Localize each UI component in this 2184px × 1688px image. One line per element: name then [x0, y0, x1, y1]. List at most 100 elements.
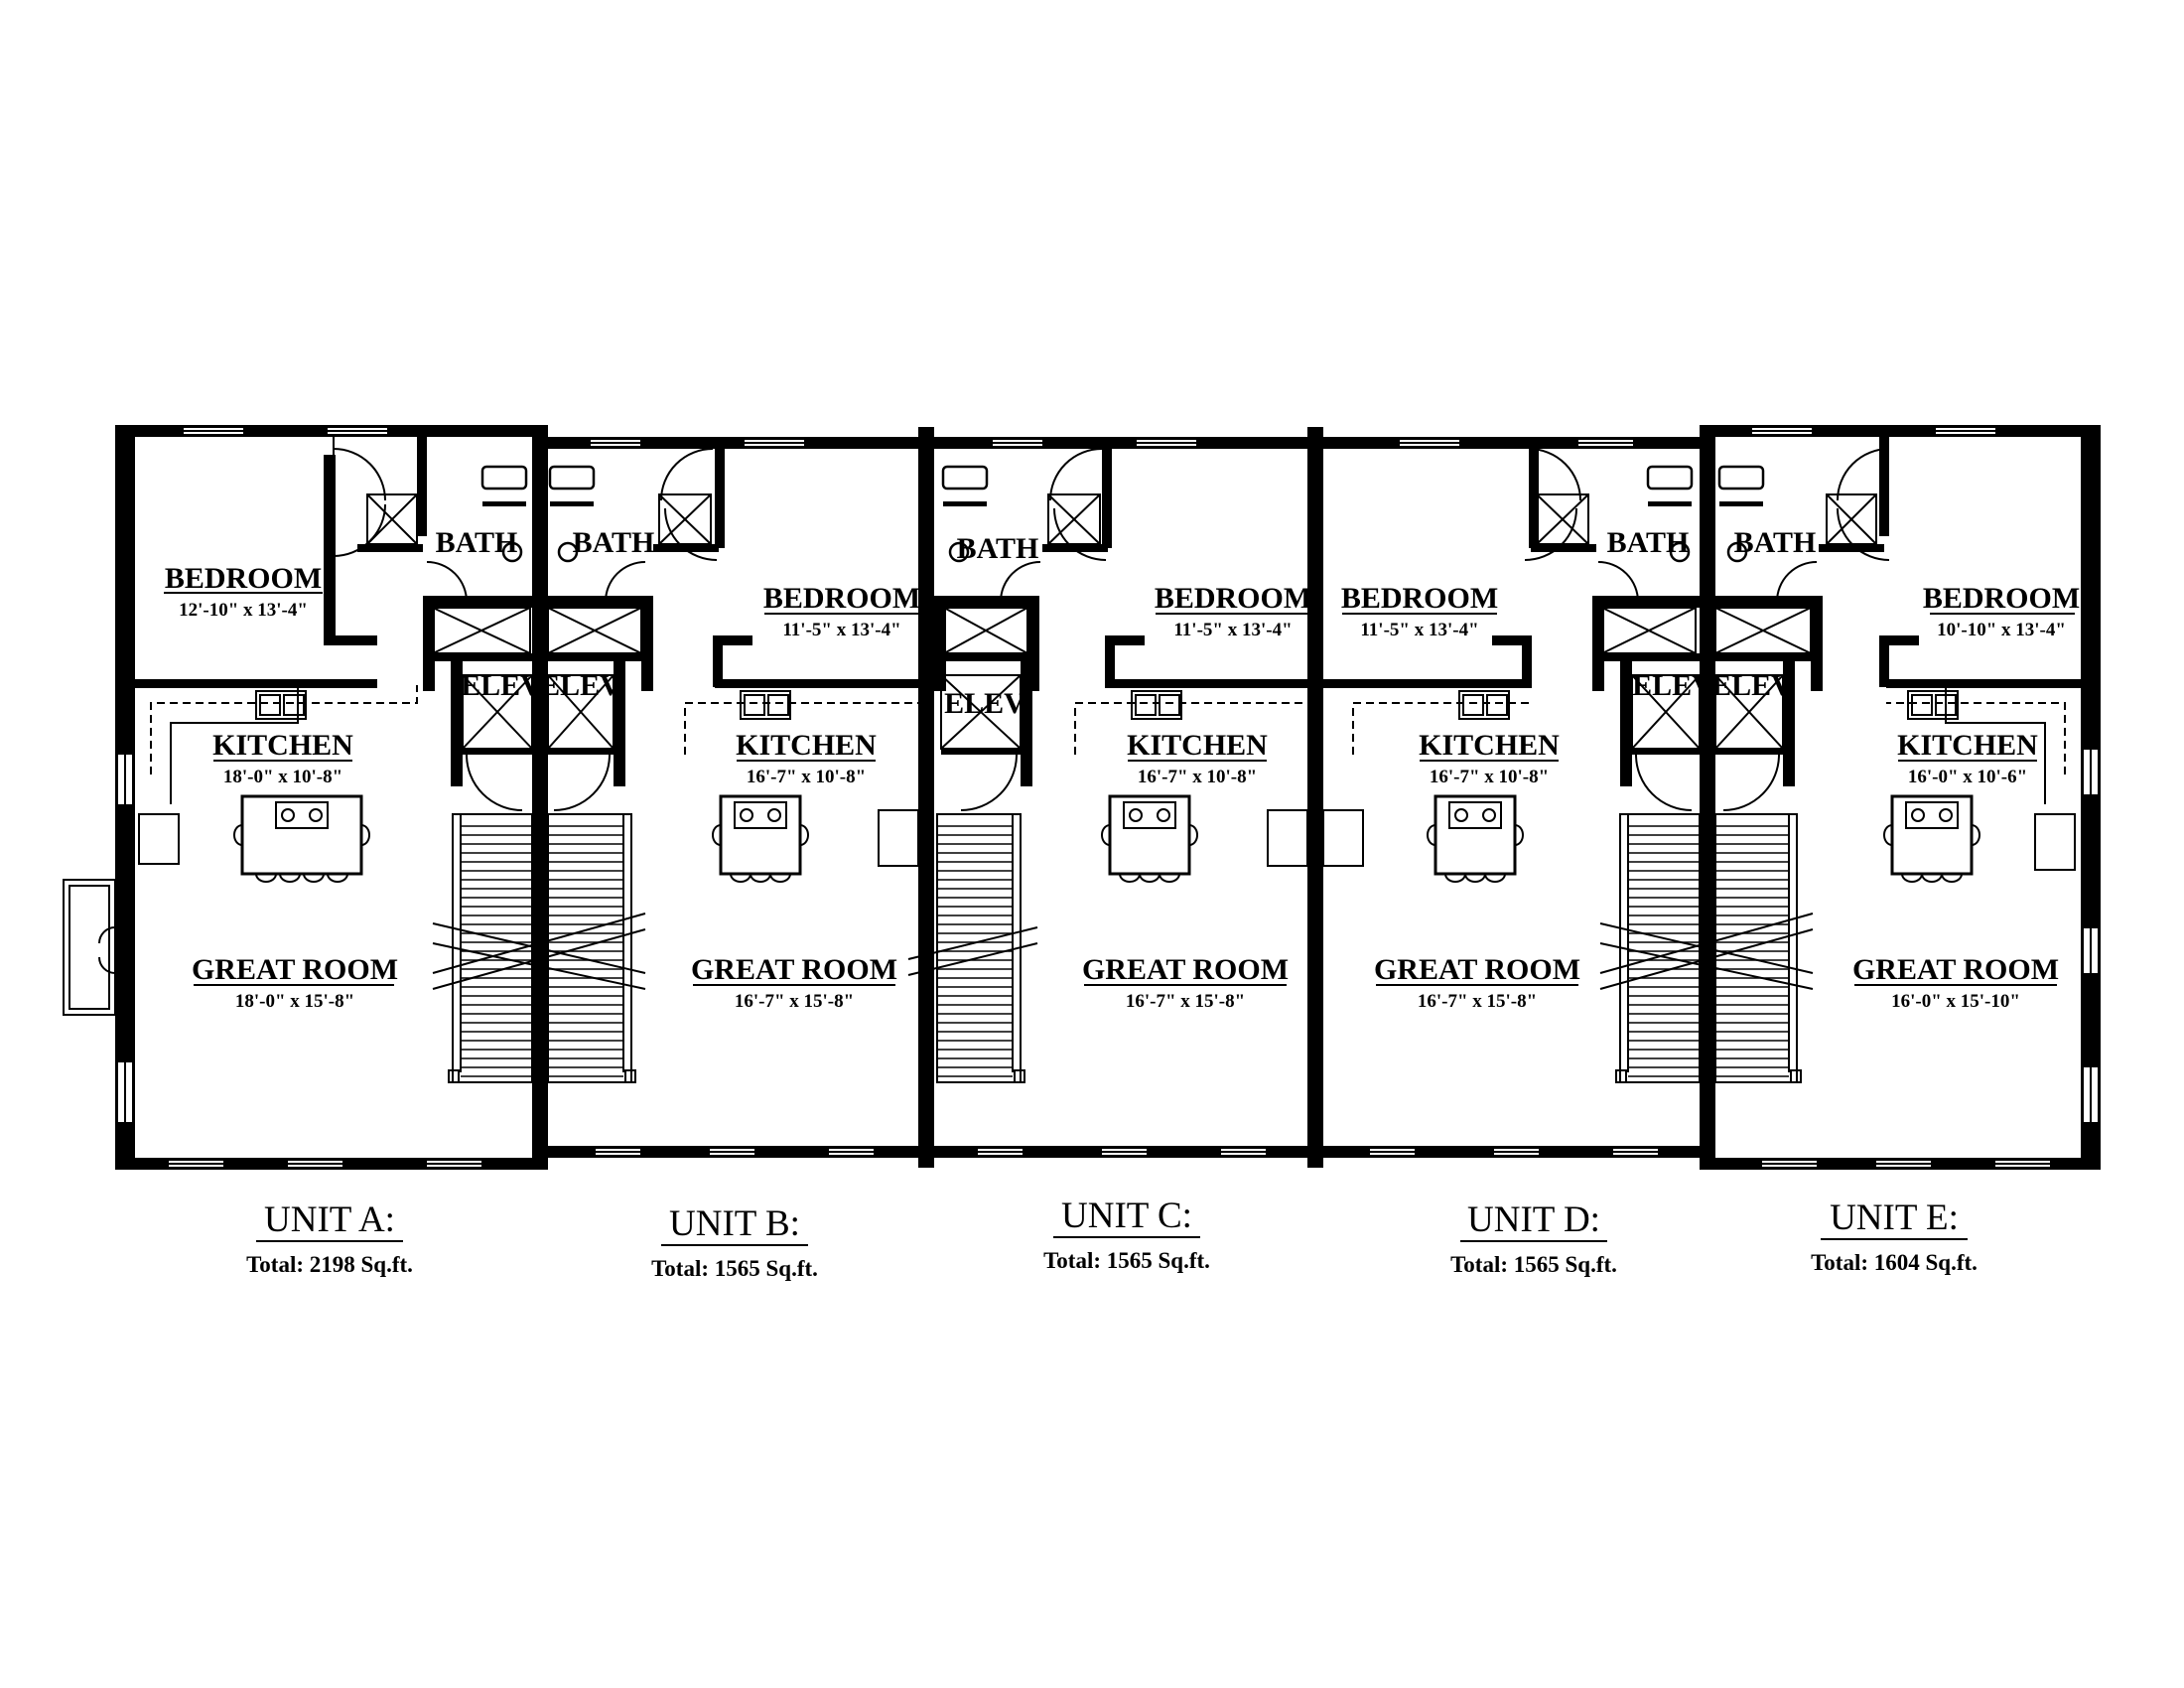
stool-icon: [1427, 824, 1436, 846]
stool-icon: [1883, 824, 1893, 846]
unit-e-total: Total: 1604 Sq.ft.: [1811, 1250, 1978, 1275]
unit-b-bedroom-dims: 11'-5" x 13'-4": [782, 620, 900, 640]
stool-icon: [1119, 873, 1141, 883]
interior-walls: [129, 437, 2085, 688]
windows: [118, 428, 2098, 1167]
unit-b-bath-label: BATH: [573, 526, 655, 559]
unit-e-kitchen-label: KITCHEN: [1897, 729, 2038, 762]
unit-a-total: Total: 2198 Sq.ft.: [246, 1252, 413, 1277]
unit-e-bedroom-dims: 10'-10" x 13'-4": [1937, 620, 2066, 640]
unit-c-great-room-dims: 16'-7" x 15'-8": [1126, 991, 1245, 1012]
unit-d-great-room-label: GREAT ROOM: [1374, 953, 1580, 986]
unit-d-bedroom-dims: 11'-5" x 13'-4": [1360, 620, 1478, 640]
unit-d-total: Total: 1565 Sq.ft.: [1450, 1252, 1617, 1277]
unit-b-kitchen-label: KITCHEN: [736, 729, 877, 762]
kitchen-island: [1108, 794, 1191, 876]
core-ab: [333, 448, 719, 1083]
burner-icon: [1911, 808, 1925, 822]
stool-icon: [327, 873, 348, 883]
unit-e-great-room-label: GREAT ROOM: [1852, 953, 2059, 986]
burner-icon: [1939, 808, 1953, 822]
stool-icon: [1101, 824, 1111, 846]
unit-a-title: UNIT A:: [264, 1199, 395, 1240]
unit-captions: UNIT A: Total: 2198 Sq.ft. UNIT B: Total…: [246, 1196, 1978, 1281]
stool-icon: [360, 824, 370, 846]
kitchen-island: [719, 794, 802, 876]
unit-e-great-room-dims: 16'-0" x 15'-10": [1891, 991, 2020, 1012]
unit-a-great-room-dims: 18'-0" x 15'-8": [235, 991, 354, 1012]
cooktop-icon: [734, 801, 787, 829]
stool-icon: [303, 873, 325, 883]
stool-icon: [1941, 873, 1963, 883]
stool-icon: [233, 824, 243, 846]
side-entry-porch: [63, 879, 116, 1016]
kitchen-island: [1890, 794, 1974, 876]
burner-icon: [1157, 808, 1170, 822]
kitchen-island: [1433, 794, 1517, 876]
unit-c-kitchen-dims: 16'-7" x 10'-8": [1138, 767, 1257, 787]
unit-e-bath-label: BATH: [1734, 526, 1817, 559]
room-labels: BEDROOM 12'-10" x 13'-4" KITCHEN 18'-0" …: [164, 526, 2080, 1012]
unit-c-total: Total: 1565 Sq.ft.: [1043, 1248, 1210, 1273]
unit-c-bedroom-label: BEDROOM: [1155, 582, 1311, 615]
unit-c-bath-label: BATH: [957, 532, 1039, 565]
unit-a-kitchen-dims: 18'-0" x 10'-8": [223, 767, 342, 787]
cooktop-icon: [1448, 801, 1502, 829]
unit-e-elev-label: ELEV: [1711, 669, 1793, 702]
burner-icon: [767, 808, 781, 822]
unit-b-great-room-dims: 16'-7" x 15'-8": [735, 991, 854, 1012]
unit-c-great-room-label: GREAT ROOM: [1082, 953, 1289, 986]
unit-c-bedroom-dims: 11'-5" x 13'-4": [1173, 620, 1292, 640]
stool-icon: [799, 824, 809, 846]
unit-d-kitchen-label: KITCHEN: [1419, 729, 1560, 762]
unit-d-kitchen-dims: 16'-7" x 10'-8": [1430, 767, 1549, 787]
unit-c-elev-label: ELEV: [944, 687, 1025, 720]
kitchen-island: [240, 794, 363, 876]
unit-c-kitchen-label: KITCHEN: [1127, 729, 1268, 762]
stool-icon: [1514, 824, 1524, 846]
unit-d-bedroom-label: BEDROOM: [1341, 582, 1498, 615]
unit-d-great-room-dims: 16'-7" x 15'-8": [1418, 991, 1537, 1012]
burner-icon: [1454, 808, 1468, 822]
unit-b-elev-label: ELEV: [540, 669, 621, 702]
stool-icon: [1139, 873, 1160, 883]
burner-icon: [740, 808, 753, 822]
kitchen-islands: [233, 794, 1980, 883]
stool-icon: [750, 873, 771, 883]
stool-icon: [1159, 873, 1180, 883]
burner-icon: [309, 808, 323, 822]
burner-icon: [1482, 808, 1496, 822]
stool-icon: [1971, 824, 1980, 846]
stool-icon: [1901, 873, 1923, 883]
kitchen-counters: [138, 685, 2076, 871]
stool-icon: [1444, 873, 1466, 883]
unit-b-total: Total: 1565 Sq.ft.: [651, 1256, 818, 1281]
stool-icon: [712, 824, 722, 846]
stool-icon: [255, 873, 277, 883]
unit-a-elev-label: ELEV: [461, 669, 542, 702]
unit-a-bedroom-label: BEDROOM: [165, 562, 322, 595]
unit-b-great-room-label: GREAT ROOM: [691, 953, 897, 986]
unit-c-title: UNIT C:: [1061, 1196, 1192, 1236]
unit-b-bedroom-label: BEDROOM: [763, 582, 920, 615]
cooktop-icon: [275, 801, 329, 829]
unit-b-title: UNIT B:: [669, 1203, 800, 1244]
stool-icon: [730, 873, 751, 883]
unit-e-title: UNIT E:: [1830, 1197, 1959, 1238]
unit-d-elev-label: ELEV: [1632, 669, 1713, 702]
unit-d-bath-label: BATH: [1607, 526, 1690, 559]
core-de: [1524, 448, 1890, 1083]
unit-a-great-room-label: GREAT ROOM: [192, 953, 398, 986]
cooktop-icon: [1123, 801, 1176, 829]
core-c: [907, 448, 1108, 1083]
stool-icon: [769, 873, 791, 883]
party-walls: [532, 425, 1715, 1170]
stool-icon: [1921, 873, 1943, 883]
unit-a-bath-label: BATH: [436, 526, 518, 559]
unit-e-bedroom-label: BEDROOM: [1923, 582, 2080, 615]
unit-a-kitchen-label: KITCHEN: [212, 729, 353, 762]
stool-icon: [1188, 824, 1198, 846]
cooktop-icon: [1905, 801, 1959, 829]
stool-icon: [1484, 873, 1506, 883]
